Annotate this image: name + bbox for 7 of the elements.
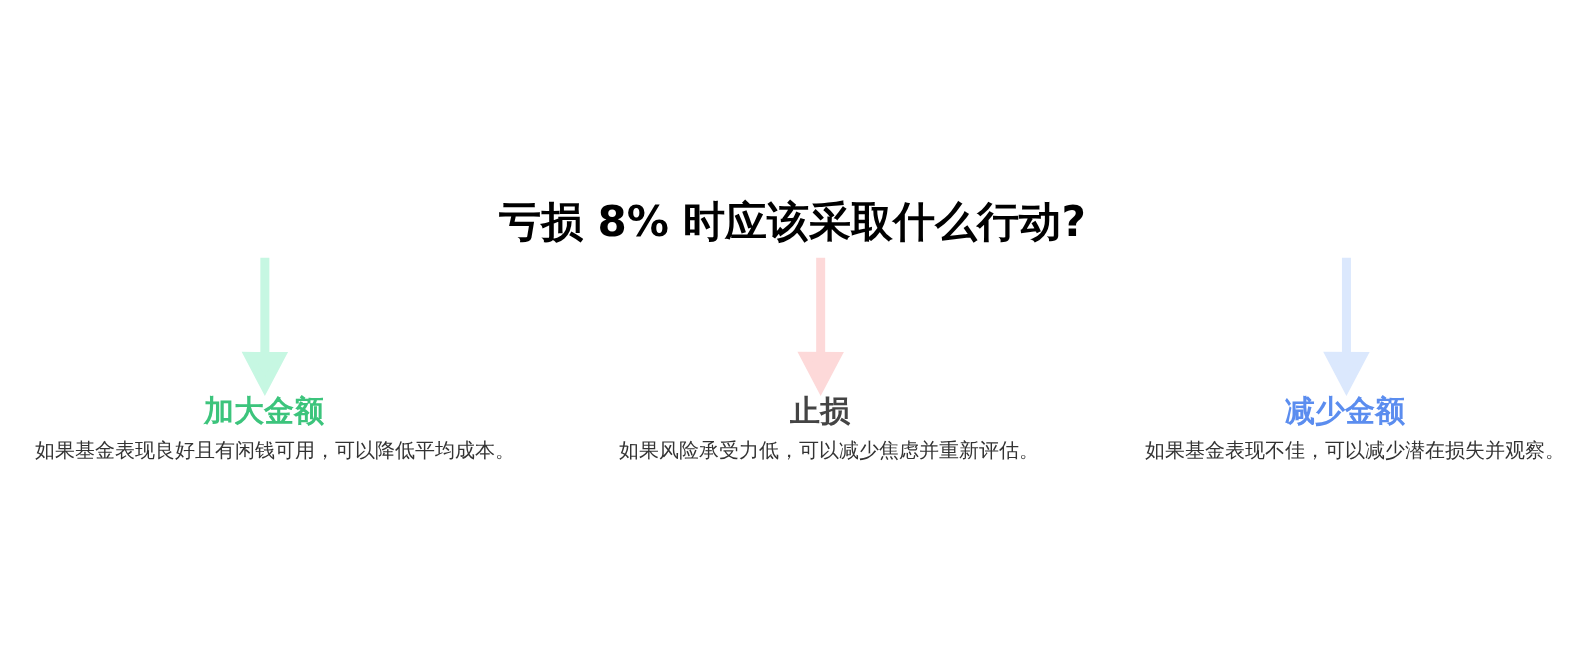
arrow (1323, 257, 1370, 396)
arrow (241, 257, 289, 396)
diagram-title: 亏损 8% 时应该采取什么行动? (498, 196, 1086, 246)
node-text: 减少金额 如果基金表现不佳，可以减少潜在损失并观察。 (1145, 392, 1566, 462)
arrow (797, 257, 844, 396)
node-text: 止损 如果风险承受力低，可以减少焦虑并重新评估。 (619, 392, 1040, 462)
node-text: 加大金额 如果基金表现良好且有闲钱可用，可以降低平均成本。 (35, 392, 516, 462)
